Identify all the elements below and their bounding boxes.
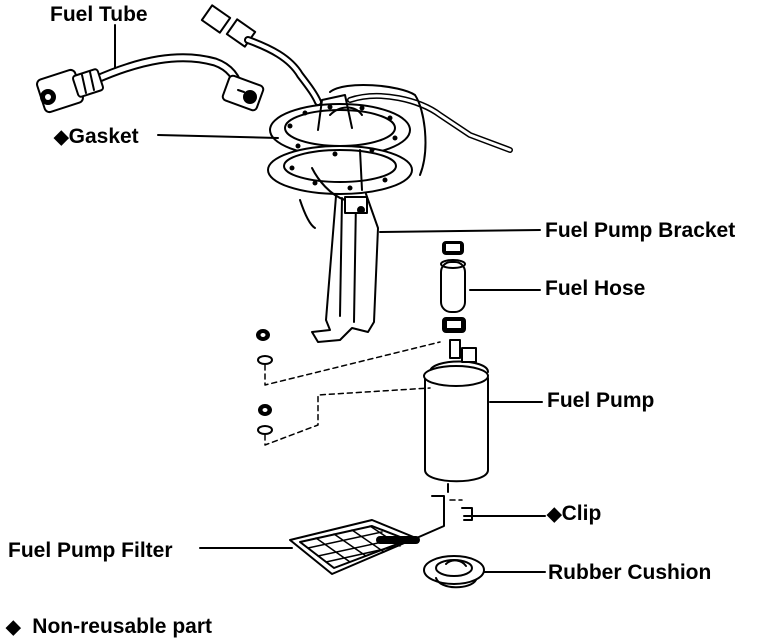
fuel-tube-drawing xyxy=(36,53,265,114)
label-fuel-pump-bracket: Fuel Pump Bracket xyxy=(545,219,736,242)
fuel-pump-drawing xyxy=(423,339,489,493)
legend: ◆ Non-reusable part xyxy=(6,616,212,637)
non-reusable-marker-icon: ◆ xyxy=(54,127,69,148)
label-rubber-cushion: Rubber Cushion xyxy=(548,561,712,584)
legend-diamond-icon: ◆ xyxy=(6,617,21,638)
rubber-cushion-drawing xyxy=(423,555,485,589)
legend-text: Non-reusable part xyxy=(32,615,212,638)
label-fuel-hose: Fuel Hose xyxy=(545,277,646,300)
dashed-guide-lines xyxy=(264,341,463,501)
clip-drawing xyxy=(461,507,473,521)
fuel-pump-bracket-drawing xyxy=(311,193,379,343)
label-fuel-pump: Fuel Pump xyxy=(547,389,655,412)
label-fuel-pump-filter: Fuel Pump Filter xyxy=(8,539,173,562)
non-reusable-marker-icon: ◆ xyxy=(547,504,562,525)
connector-wire-drawing xyxy=(200,4,322,106)
fuel-hose-drawing xyxy=(440,241,466,333)
label-clip-row: ◆Clip xyxy=(547,503,601,524)
label-gasket: Gasket xyxy=(68,125,139,148)
leader-lines xyxy=(114,24,546,573)
label-clip: Clip xyxy=(561,502,602,525)
gasket-flange-drawing xyxy=(267,83,513,229)
label-gasket-row: ◆Gasket xyxy=(54,126,139,147)
nuts-washers-drawing xyxy=(256,329,273,435)
label-fuel-tube: Fuel Tube xyxy=(50,3,148,26)
fuel-pump-filter-drawing xyxy=(289,495,445,575)
